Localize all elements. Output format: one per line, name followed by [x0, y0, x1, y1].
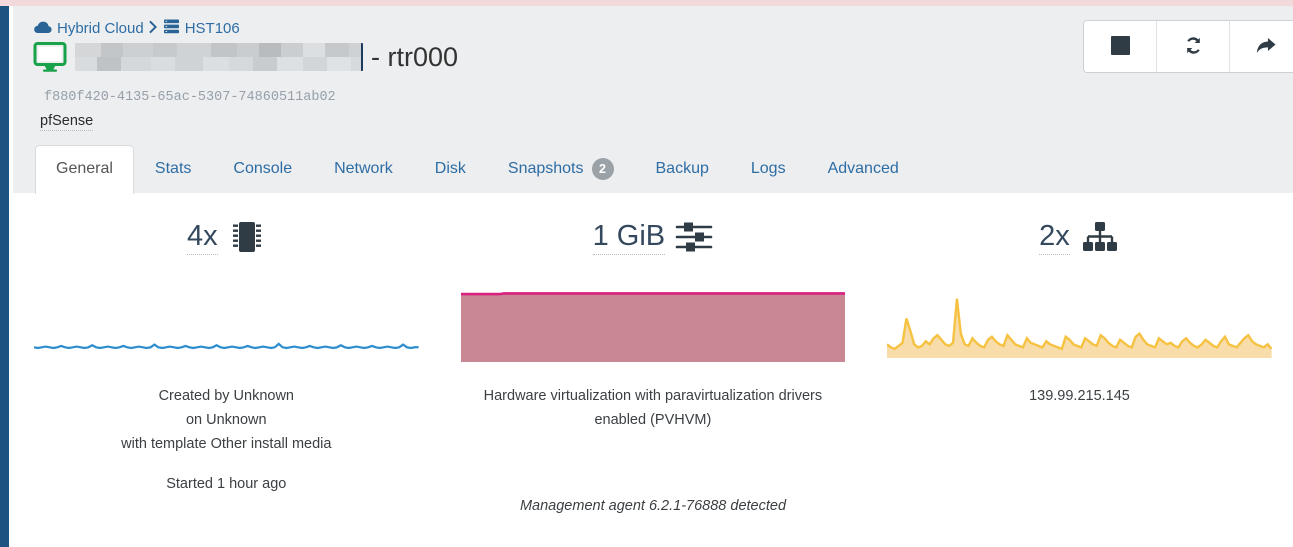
ip-address: 139.99.215.145: [1029, 388, 1130, 404]
vm-uuid: f880f420-4135-65ac-5307-74860511ab02: [44, 90, 336, 105]
tab-stats[interactable]: Stats: [134, 145, 212, 193]
tab-snapshots[interactable]: Snapshots 2: [487, 145, 635, 193]
page-header: Hybrid Cloud HST106: [13, 6, 1293, 193]
stop-square-icon: [1110, 35, 1131, 59]
network-panel: 2x: [866, 194, 1293, 496]
cpu-description: Created by Unknown on Unknown with templ…: [13, 384, 440, 496]
created-on-line: on Unknown: [185, 412, 267, 428]
memory-size[interactable]: 1 GiB: [592, 220, 666, 255]
tab-backup[interactable]: Backup: [635, 145, 730, 193]
cpu-panel: 4x: [13, 194, 440, 496]
tab-disk-label: Disk: [434, 160, 466, 177]
tab-network-label: Network: [334, 160, 393, 177]
memory-panel: 1 GiB: [440, 194, 867, 496]
tab-disk[interactable]: Disk: [414, 145, 487, 193]
tab-logs-label: Logs: [750, 160, 786, 177]
sliders-icon: [675, 221, 713, 253]
vm-action-toolbar: [1083, 20, 1293, 73]
vm-name-redacted: [75, 43, 363, 71]
vm-title-row: - rtr000: [33, 42, 458, 72]
cpu-usage-sparkline: [13, 278, 440, 364]
virtualization-line-2: enabled (PVHVM): [594, 412, 712, 428]
server-stack-icon: [163, 19, 180, 38]
vm-os-name: pfSense: [40, 113, 94, 131]
tab-advanced-label: Advanced: [827, 160, 899, 177]
breadcrumb-item-hybrid-cloud[interactable]: Hybrid Cloud: [57, 20, 144, 37]
management-agent-note: Management agent 6.2.1-76888 detected: [13, 498, 1293, 514]
sitemap-icon: [1080, 221, 1120, 253]
general-tab-content: 4x: [13, 194, 1293, 547]
tab-general[interactable]: General: [35, 145, 134, 194]
template-line: with template Other install media: [121, 436, 332, 452]
forward-button[interactable]: [1230, 21, 1293, 72]
cloud-icon: [33, 20, 52, 38]
snapshots-count-badge: 2: [591, 158, 614, 180]
started-line: Started 1 hour ago: [166, 476, 287, 492]
tab-console-label: Console: [233, 160, 293, 177]
network-stat-header: 2x: [866, 194, 1293, 256]
nic-count[interactable]: 2x: [1039, 220, 1070, 255]
stat-panels: 4x: [13, 194, 1293, 496]
virtualization-line-1: Hardware virtualization with paravirtual…: [483, 388, 823, 404]
rail-gap: [9, 6, 13, 547]
refresh-cycle-icon: [1182, 34, 1205, 60]
desktop-monitor-icon: [33, 42, 67, 72]
tab-bar: General Stats Console Network Disk Snaps…: [13, 145, 920, 194]
chevron-right-icon: [148, 20, 158, 37]
breadcrumb-item-host[interactable]: HST106: [184, 20, 240, 37]
created-by-line: Created by Unknown: [158, 388, 294, 404]
page-title: - rtr000: [371, 42, 459, 72]
tab-advanced[interactable]: Advanced: [807, 145, 920, 193]
tab-network[interactable]: Network: [313, 145, 414, 193]
tab-general-label: General: [56, 160, 113, 177]
memory-usage-sparkline: [440, 278, 867, 364]
tab-logs[interactable]: Logs: [730, 145, 807, 193]
cpu-count[interactable]: 4x: [186, 220, 218, 255]
network-description: 139.99.215.145: [866, 384, 1293, 408]
management-agent-text: Management agent 6.2.1-76888 detected: [519, 498, 787, 514]
stop-vm-button[interactable]: [1084, 21, 1157, 72]
network-throughput-sparkline: [866, 278, 1293, 364]
reboot-vm-button[interactable]: [1157, 21, 1230, 72]
tab-backup-label: Backup: [655, 160, 709, 177]
cpu-stat-header: 4x: [13, 194, 440, 256]
tab-snapshots-label: Snapshots: [507, 160, 584, 177]
left-nav-rail[interactable]: [0, 6, 9, 547]
cpu-chip-icon: [228, 220, 266, 254]
breadcrumb: Hybrid Cloud HST106: [33, 19, 240, 38]
memory-stat-header: 1 GiB: [440, 194, 867, 256]
tab-console[interactable]: Console: [212, 145, 313, 193]
tab-stats-label: Stats: [154, 160, 192, 177]
memory-description: Hardware virtualization with paravirtual…: [440, 384, 867, 432]
arrow-forward-icon: [1255, 35, 1278, 59]
top-accent-strip: [0, 0, 1293, 6]
